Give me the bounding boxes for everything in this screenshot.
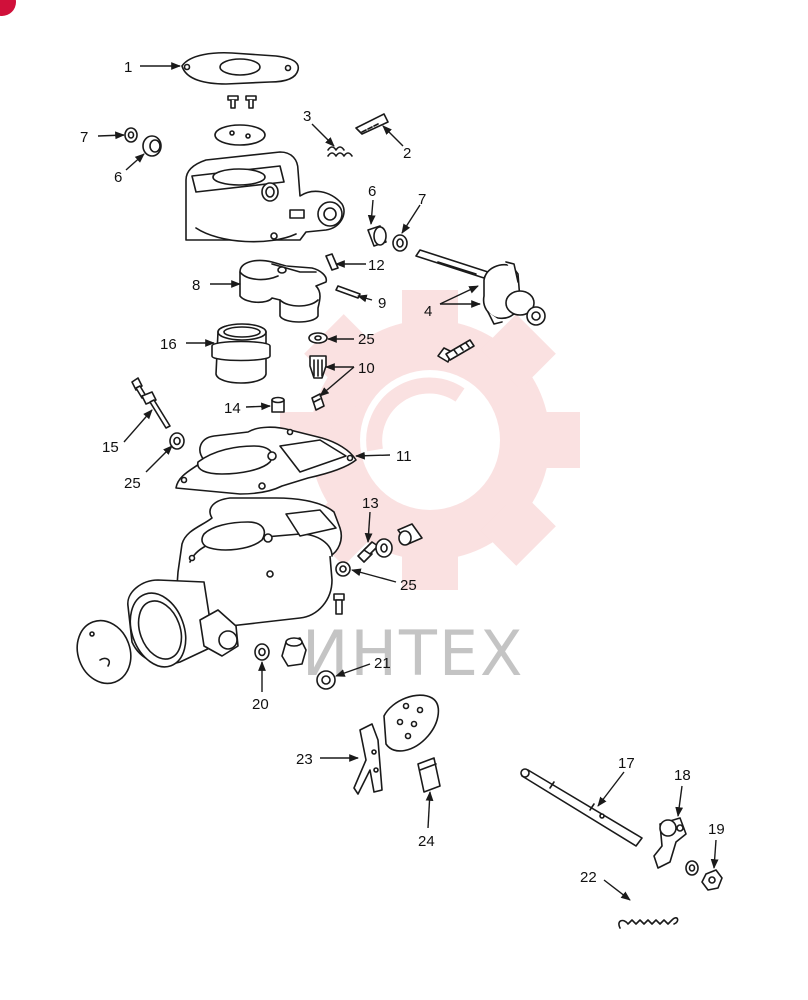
part-19-nut [701,869,723,891]
part-plug-nut [281,637,307,667]
part-12-pin [325,253,339,271]
part-25-washer-right [335,561,351,577]
part-throttle-body [185,151,345,243]
part-bolt [437,339,475,363]
callout-11: 11 [396,448,412,465]
part-25-washer-left [169,432,185,450]
part-17-choke-shaft [520,768,643,847]
callout-19: 19 [708,821,725,838]
callout-20: 20 [252,696,269,713]
callout-12: 12 [368,257,385,274]
part-7-washer-left [124,127,138,143]
watermark-text: ИНТЕХ [302,617,525,690]
callout-23: 23 [296,751,313,768]
callout-3: 3 [303,108,311,125]
part-10-needle [311,393,325,411]
callout-4: 4 [424,303,432,320]
part-18-choke-lever [653,817,687,869]
callout-labels: 1 2 3 4 6 6 7 7 8 9 10 11 12 13 14 15 16… [80,59,725,886]
part-23-choke-bracket [353,694,440,795]
part-7-washer-right [392,234,408,252]
part-20-washer [254,643,270,661]
callout-18: 18 [674,767,691,784]
callout-21: 21 [374,655,391,672]
part-25-washer-upper [308,332,328,344]
part-4-throttle-shaft [415,249,546,326]
leader-lines [97,62,719,901]
part-2-idle-screw [355,113,389,135]
corner-badge [0,0,16,16]
part-1-flange-gasket [181,51,300,85]
callout-9: 9 [378,295,386,312]
part-drain-screw [333,593,345,615]
part-6-bushing-right [367,225,387,247]
part-intake-tube [127,579,239,668]
part-22-spring [618,917,679,929]
callout-10: 10 [358,360,375,377]
part-plug [375,523,423,558]
part-flange-disc [76,619,132,685]
part-15-jet-needle [131,377,171,429]
callout-24: 24 [418,833,435,850]
callout-13: 13 [362,495,379,512]
part-16-venturi [211,323,271,384]
callout-6-left: 6 [114,169,122,186]
callout-8: 8 [192,277,200,294]
part-washer-19-side [685,860,699,876]
part-screws-pair [227,95,257,109]
part-11-bowl-gasket [175,426,357,495]
part-8-float [239,259,328,323]
part-14-bushing [271,396,285,413]
part-6-seal-left [142,135,162,157]
part-10-needle-seat [309,355,327,379]
part-24-clip [417,757,441,793]
part-throttle-plate [214,124,266,146]
callout-14: 14 [224,400,241,417]
part-21-washer [316,670,336,690]
callout-22: 22 [580,869,597,886]
callout-1: 1 [124,59,132,76]
callout-2: 2 [403,145,411,162]
callout-25-left: 25 [124,475,141,492]
callout-16: 16 [160,336,177,353]
part-fuel-bowl [169,497,343,647]
callout-15: 15 [102,439,119,456]
callout-6-right: 6 [368,183,376,200]
callout-17: 17 [618,755,635,772]
callout-7-right: 7 [418,191,426,208]
part-9-float-pin [335,285,361,299]
callout-7-left: 7 [80,129,88,146]
callout-25-right: 25 [400,577,417,594]
part-3-spring [327,146,353,157]
callout-25-upper: 25 [358,331,375,348]
